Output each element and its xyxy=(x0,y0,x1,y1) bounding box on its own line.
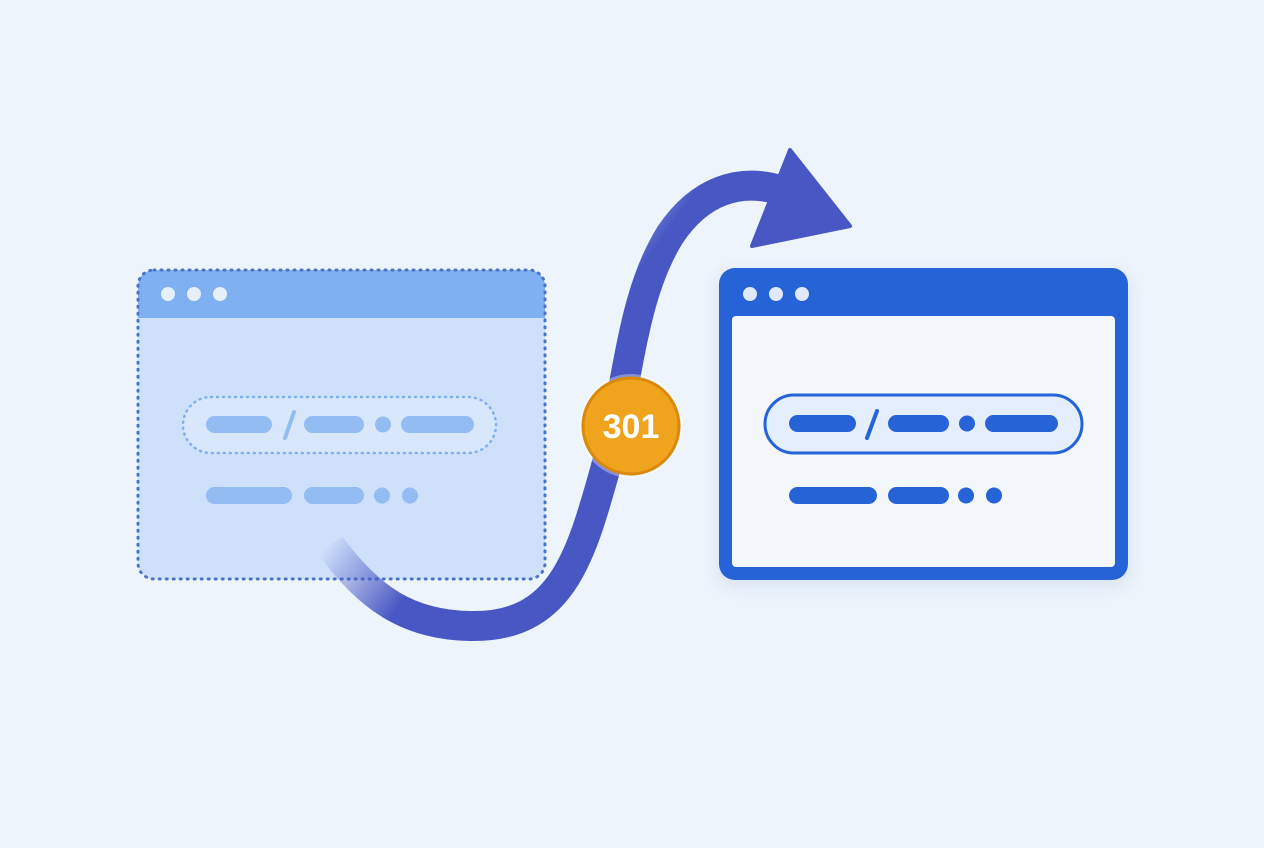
old-content-line xyxy=(206,487,418,504)
old-page-window xyxy=(136,268,547,581)
new-page-window xyxy=(719,268,1128,580)
old-window-controls xyxy=(161,287,227,301)
slash-icon xyxy=(283,410,296,440)
curved-redirect-arrow-icon xyxy=(317,148,852,642)
status-badge: 301 xyxy=(579,374,683,478)
old-url-bar xyxy=(181,395,498,455)
new-content-line xyxy=(789,487,1002,504)
new-url-bar xyxy=(763,393,1084,455)
slash-icon xyxy=(865,409,879,440)
new-window-controls xyxy=(743,287,809,301)
status-code: 301 xyxy=(603,408,660,446)
old-window-titlebar xyxy=(138,270,545,318)
arrow-head xyxy=(750,148,852,248)
